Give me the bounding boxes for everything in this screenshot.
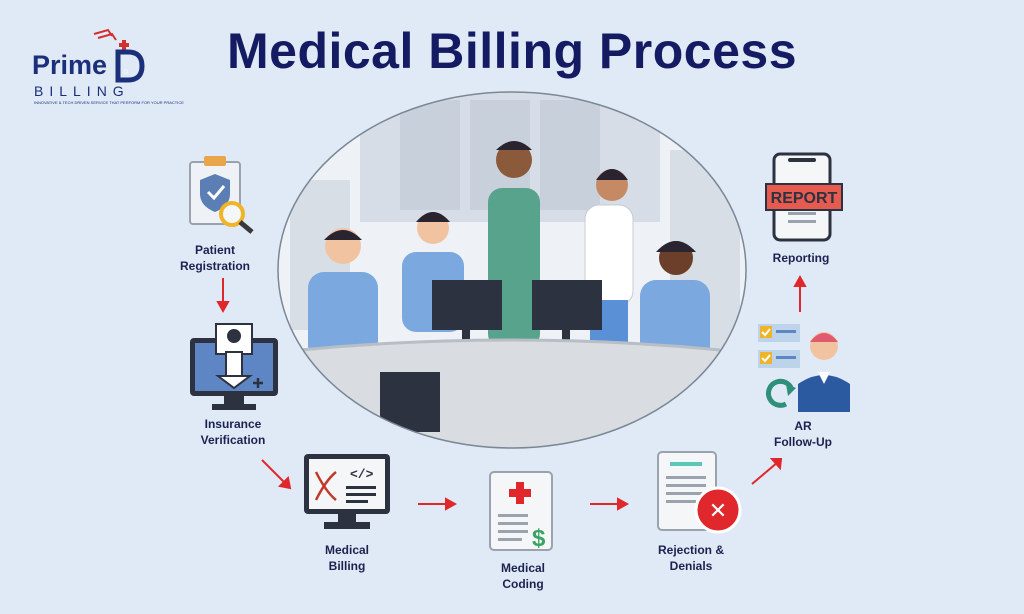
checklist-user-icon <box>756 322 852 419</box>
logo-prime-text: Prime <box>32 50 108 80</box>
svg-text:REPORT: REPORT <box>771 190 838 207</box>
document-rejected-icon: ✕ <box>656 450 748 543</box>
step-reporting: Reporting <box>772 251 830 265</box>
logo-billing-text: BILLING <box>34 83 130 99</box>
logo-mark-icon: D <box>93 28 145 83</box>
svg-text:$: $ <box>532 525 546 552</box>
monitor-user-icon <box>188 322 280 419</box>
brand-logo: D Prime BILLING INNOVATIVE & TECH DRIVEN… <box>28 28 184 108</box>
report-tablet-icon: REPORT <box>764 152 844 249</box>
svg-text:✕: ✕ <box>709 499 727 524</box>
monitor-code-dna-icon: </> <box>302 452 392 539</box>
logo-tagline: INNOVATIVE & TECH DRIVEN SERVICE THAT PE… <box>34 100 184 105</box>
svg-text:</>: </> <box>350 467 374 482</box>
page-title: Medical Billing Process <box>226 23 798 79</box>
medical-document-dollar-icon: $ <box>488 470 560 561</box>
step-rejection-denials: Rejection &Denials <box>657 543 724 573</box>
logo-d-letter: D <box>124 70 129 76</box>
team-illustration <box>278 92 746 448</box>
clipboard-shield-icon <box>186 154 258 239</box>
